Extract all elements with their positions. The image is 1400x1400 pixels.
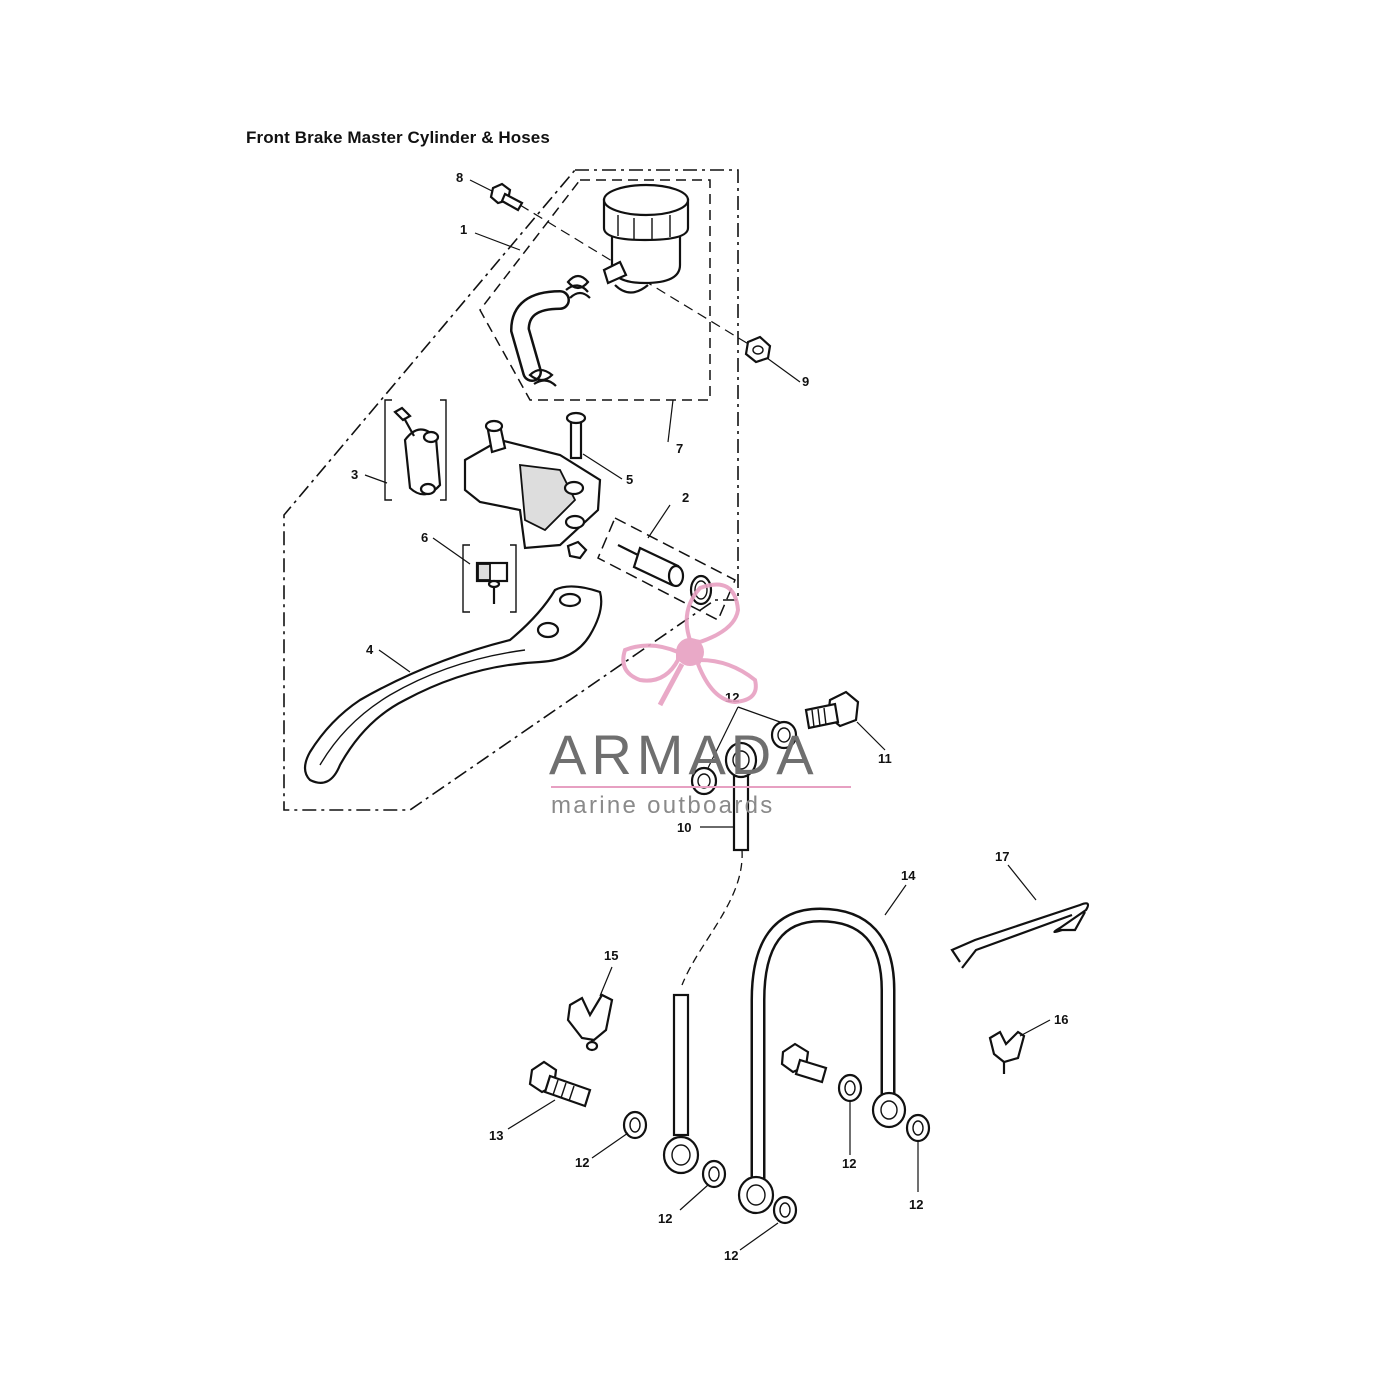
callout-4: 4 [366, 642, 374, 657]
part-10-upper-hose [724, 741, 758, 852]
switch-group-outline [462, 544, 470, 613]
callout-9: 9 [802, 374, 809, 389]
part-17-wire-guide [950, 902, 1090, 969]
part-4-brake-lever [303, 585, 603, 784]
callout-labels: 8 1 7 9 3 5 2 6 4 11 12 10 14 17 15 16 1… [351, 170, 1068, 1263]
washer-lower-2 [701, 1159, 727, 1189]
callout-3: 3 [351, 467, 358, 482]
callout-10: 10 [677, 820, 691, 835]
part-11-banjo-bolt [804, 690, 860, 730]
callout-7: 7 [676, 441, 683, 456]
watermark-tagline: marine outboards [551, 792, 775, 819]
elbow-hose [509, 290, 570, 382]
callout-8: 8 [456, 170, 463, 185]
watermark-divider [551, 786, 851, 788]
hose-clip-upper [565, 274, 591, 299]
washer-upper-right [770, 720, 798, 750]
callout-13: 13 [489, 1128, 503, 1143]
clamp-group-outline [384, 399, 392, 501]
callout-12-b: 12 [658, 1211, 672, 1226]
callout-12-e: 12 [909, 1197, 923, 1212]
callout-11: 11 [878, 751, 892, 766]
reservoir [602, 183, 690, 294]
washer-lower-5 [905, 1113, 931, 1143]
lower-banjo-bolt [780, 1042, 828, 1084]
piston-kit-outline [597, 516, 736, 622]
part-9-nut [744, 335, 772, 364]
part-16-clip [988, 1030, 1026, 1074]
callout-5: 5 [626, 472, 633, 487]
part-15-hose-clip [566, 993, 614, 1052]
callout-12-d: 12 [842, 1156, 856, 1171]
part-3-clamp [393, 406, 442, 496]
lower-hose-left [662, 993, 700, 1175]
leader-lines [364, 179, 1051, 1251]
master-cylinder-assembly-outline [283, 169, 739, 811]
callout-12-a: 12 [575, 1155, 589, 1170]
callout-12-c: 12 [724, 1248, 738, 1263]
callout-14: 14 [901, 868, 916, 883]
part-6-switch [475, 561, 509, 604]
diagram-title: Front Brake Master Cylinder & Hoses [246, 128, 550, 147]
part-8-bolt [489, 182, 524, 212]
part-14-u-hose [737, 907, 907, 1215]
callout-17: 17 [995, 849, 1009, 864]
part-2-piston-kit [617, 544, 713, 606]
reservoir-group-outline [479, 179, 711, 401]
callout-1: 1 [460, 222, 467, 237]
washer-lower-4 [837, 1073, 863, 1103]
watermark-brand-name: ARMADA [549, 723, 819, 786]
part-13-banjo-bolt [528, 1060, 592, 1108]
callout-16: 16 [1054, 1012, 1068, 1027]
callout-6: 6 [421, 530, 428, 545]
washer-lower-1 [622, 1110, 648, 1140]
hose-clip-lower [528, 368, 557, 387]
propeller-logo [621, 582, 758, 707]
callout-15: 15 [604, 948, 618, 963]
callout-2: 2 [682, 490, 689, 505]
washer-lower-3 [772, 1195, 798, 1225]
pivot-bolt [565, 411, 587, 460]
hose-continuation-line [681, 849, 743, 986]
master-cylinder-body [463, 419, 602, 560]
